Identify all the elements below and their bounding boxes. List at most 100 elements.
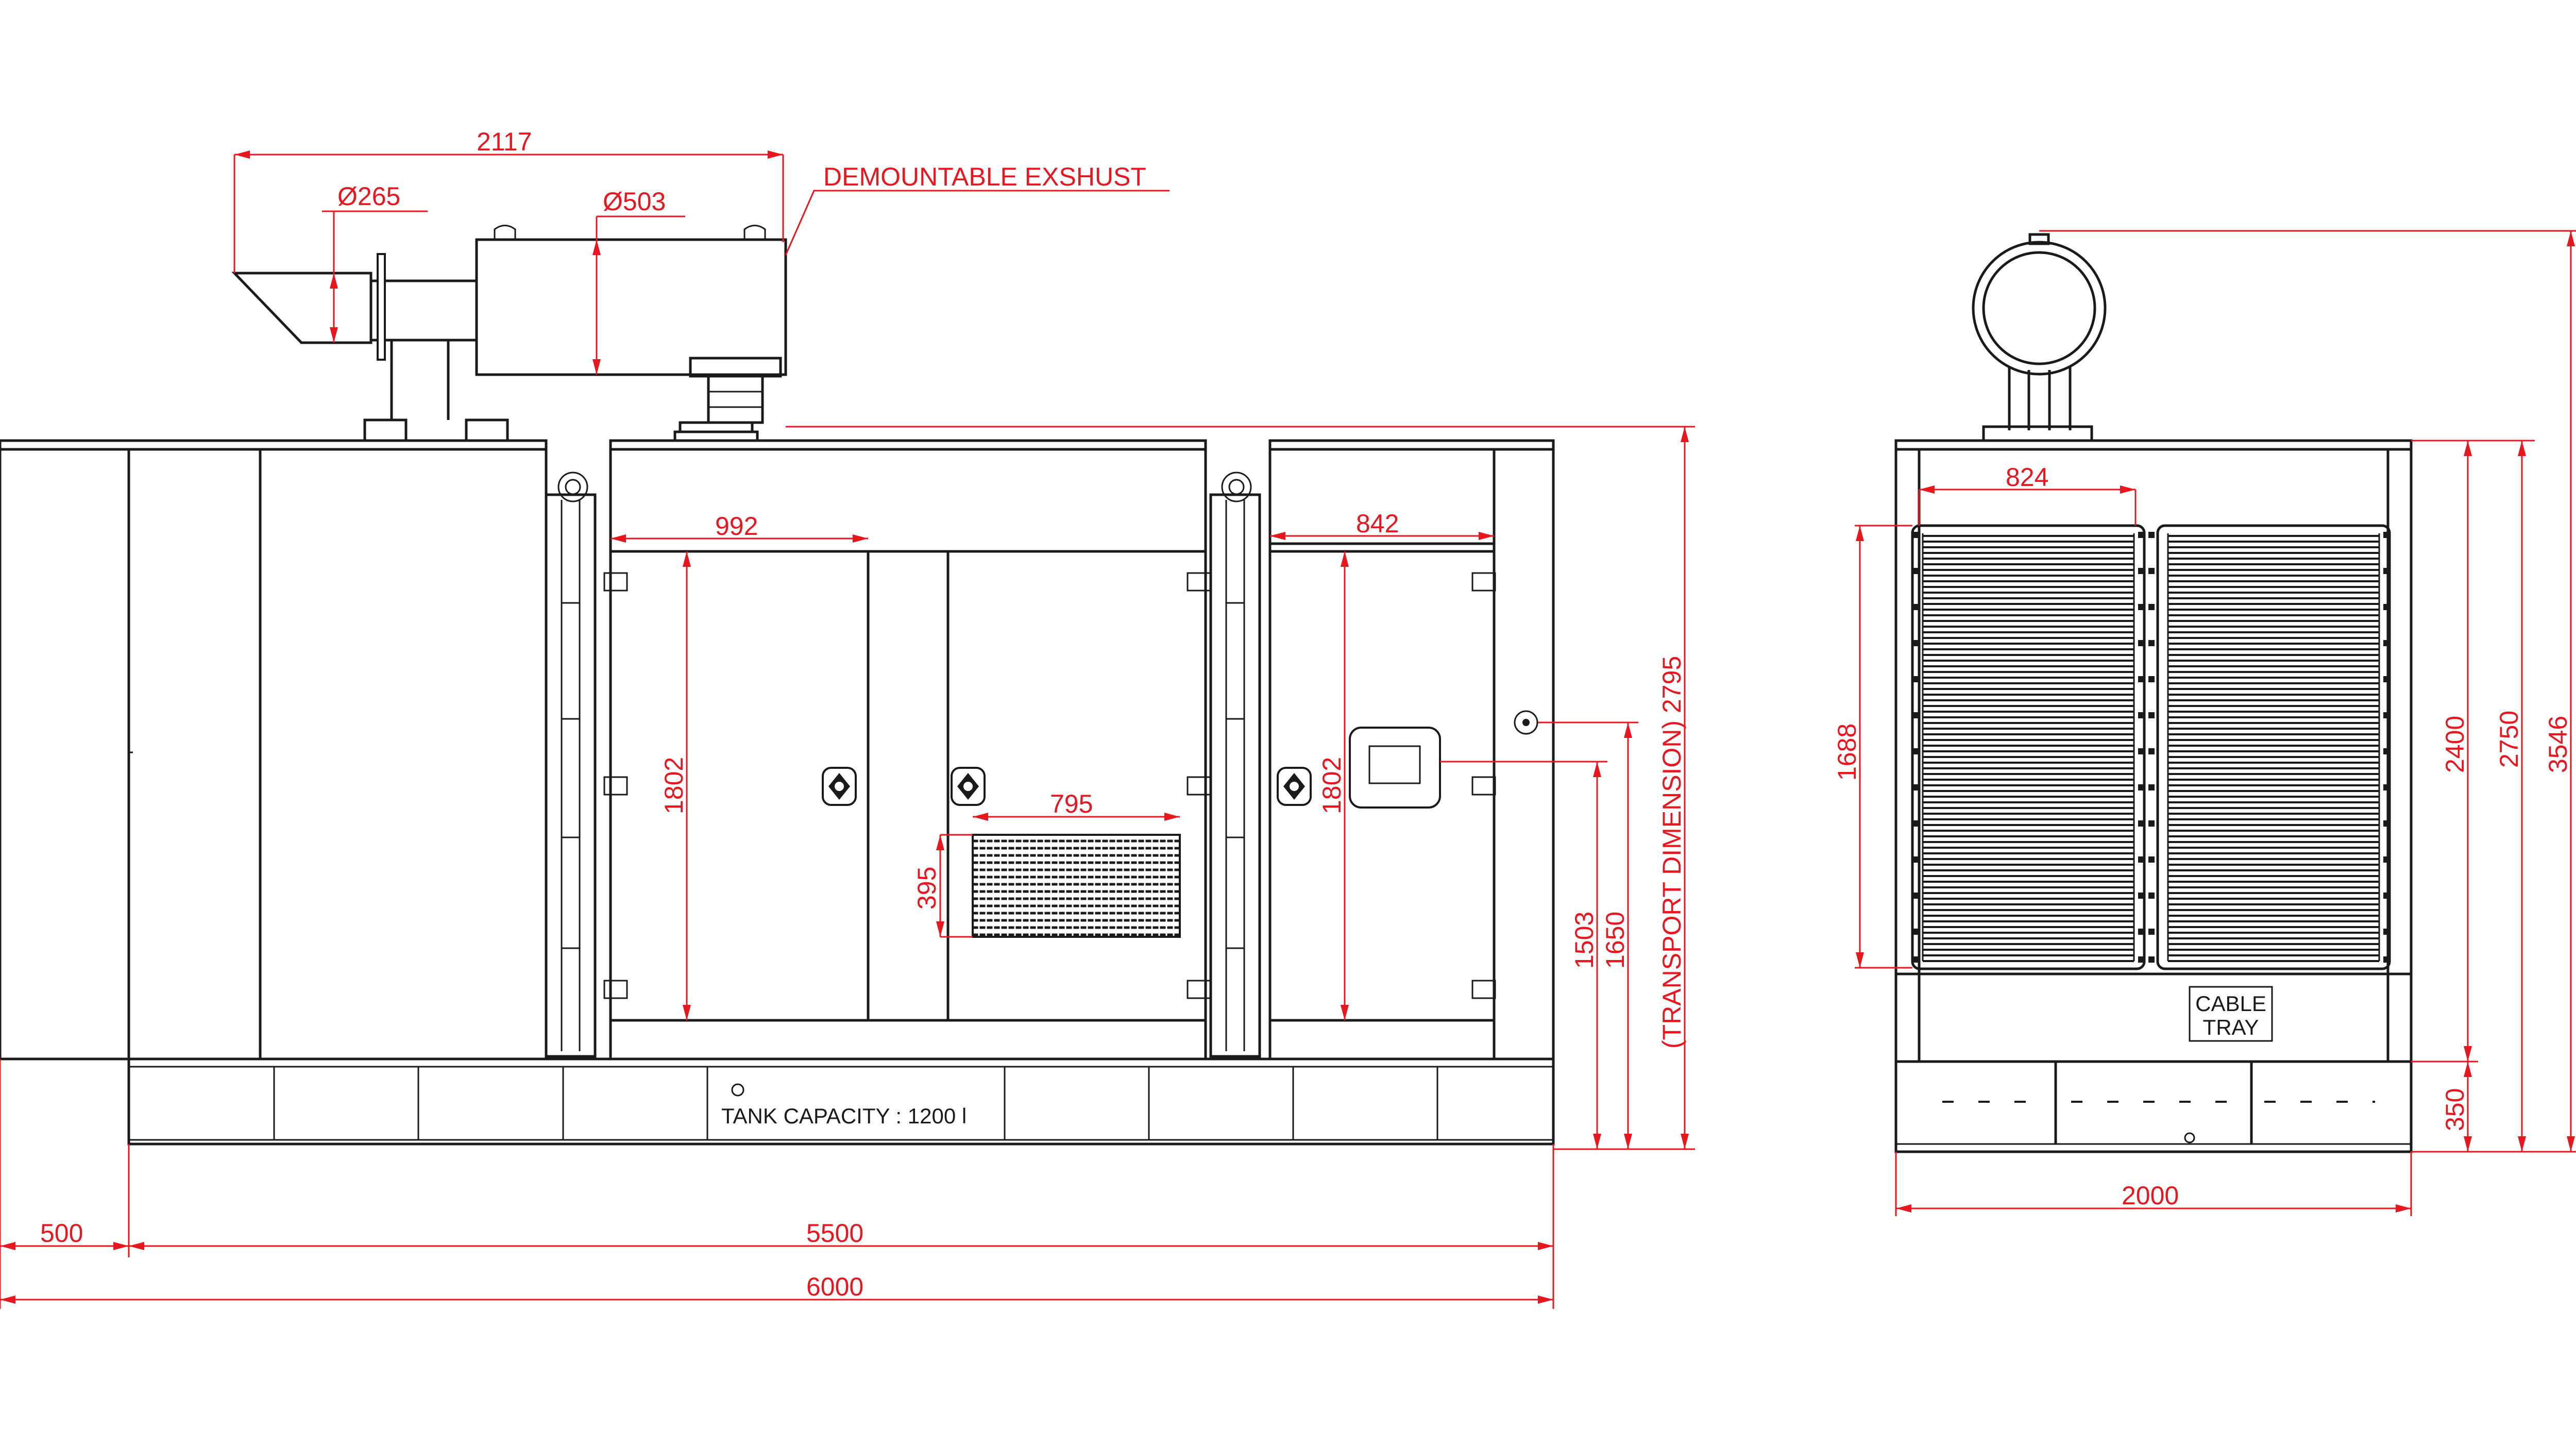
louvre-stud (1912, 604, 1919, 610)
louvre-stud (2148, 676, 2155, 682)
louvre-stud (2383, 956, 2389, 963)
cable-tray-label-line1: CABLE (2195, 991, 2266, 1016)
louvre-stud (2148, 712, 2155, 718)
left-cabinet (0, 439, 548, 1061)
door-center (946, 550, 1207, 1022)
canopy-height-dim: 2400 (2441, 716, 2469, 773)
side-view: TANK CAPACITY : 1200 l (0, 225, 1555, 1146)
louvre-stud (2148, 604, 2155, 610)
louvre-stud (2138, 748, 2144, 754)
radiator-louvre-left (1911, 524, 2146, 970)
door-handle-icon (951, 767, 986, 806)
transport-height-dim: (TRANSPORT DIMENSION) 2795 (1657, 656, 1686, 1049)
louvre-stud (2148, 748, 2155, 754)
louvre-stud (2148, 956, 2155, 963)
exhaust-length-dim: 2117 (477, 127, 532, 156)
end-view: CABLE TRAY (1894, 233, 2413, 1153)
vent-width-dim: 795 (1050, 789, 1093, 818)
louvre-stud (2148, 820, 2155, 827)
radiator-width-dim: 824 (2006, 463, 2048, 492)
middle-enclosure (603, 439, 1211, 1061)
louvre-stud (2138, 604, 2144, 610)
tank-capacity-label: TANK CAPACITY : 1200 l (721, 1104, 967, 1128)
louvre-stud (2148, 532, 2155, 538)
door-handle-icon (1277, 767, 1312, 806)
right-door-width-dim: 842 (1356, 509, 1399, 538)
louvre-stud (2138, 856, 2144, 863)
louvre-stud (2148, 929, 2155, 935)
louvre-stud (2138, 784, 2144, 790)
ventilation-grille (972, 834, 1181, 938)
louvre-stud (2383, 676, 2389, 682)
louvre-stud (1912, 568, 1919, 574)
louvre-stud (2138, 676, 2144, 682)
height-1503-dim: 1503 (1570, 912, 1599, 969)
exhaust-system (231, 225, 787, 442)
exhaust-outlet (1972, 233, 2107, 442)
louvre-stud (2138, 640, 2144, 646)
total-height-dim: 2750 (2495, 711, 2523, 768)
louvre-stud (2383, 568, 2389, 574)
silencer-diameter-dim: Ø503 (603, 187, 666, 216)
right-door-height-dim: 1802 (1317, 757, 1346, 814)
height-with-exhaust-dim: 3546 (2544, 716, 2572, 773)
louvre-stud (2138, 929, 2144, 935)
height-1650-dim: 1650 (1601, 912, 1630, 969)
silencer (475, 238, 787, 376)
left-door-width-dim: 992 (715, 512, 758, 541)
louvre-stud (2138, 893, 2144, 899)
base-height-dim: 350 (2441, 1088, 2469, 1131)
louvre-stud (1912, 532, 1919, 538)
lifting-post-left (545, 472, 597, 1058)
louvre-stud (2383, 893, 2389, 899)
left-door-height-dim: 1802 (659, 757, 688, 814)
louvre-stud (2383, 748, 2389, 754)
lifting-post-right (1209, 472, 1261, 1058)
control-panel-icon (1349, 727, 1441, 809)
louvre-stud (2383, 532, 2389, 538)
total-width-dim: 2000 (2122, 1181, 2179, 1210)
end-view-dimensions: 824 1688 2000 350 2400 2750 (1833, 230, 2576, 1216)
louvre-stud (1912, 820, 1919, 827)
louvre-stud (1912, 856, 1919, 863)
door-handle-icon (822, 767, 857, 806)
radiator-louvre-right (2156, 524, 2391, 970)
louvre-stud (2138, 532, 2144, 538)
end-base (1942, 1062, 2375, 1144)
louvre-stud (1912, 712, 1919, 718)
louvre-stud (2383, 640, 2389, 646)
louvre-stud (2138, 820, 2144, 827)
louvre-stud (2383, 784, 2389, 790)
louvre-stud (2383, 856, 2389, 863)
louvre-stud (2383, 929, 2389, 935)
louvre-stud (1912, 893, 1919, 899)
louvre-stud (2148, 640, 2155, 646)
emergency-stop-icon (1514, 710, 1538, 735)
radiator-height-dim: 1688 (1833, 724, 1861, 781)
end-canopy (1894, 439, 2413, 1153)
vent-height-dim: 395 (912, 867, 941, 910)
demountable-exhaust-label: DEMOUNTABLE EXSHUST (823, 162, 1146, 191)
louvre-stud (2148, 856, 2155, 863)
louvre-stud (1912, 676, 1919, 682)
total-length-dim: 6000 (806, 1272, 863, 1301)
louvre-stud (1912, 640, 1919, 646)
base-length-dim: 5500 (806, 1219, 863, 1248)
cable-tray-label-line2: TRAY (2203, 1015, 2259, 1039)
exhaust-pipe-diameter-dim: Ø265 (337, 182, 400, 211)
control-enclosure (1268, 439, 1555, 1061)
louvre-stud (1912, 784, 1919, 790)
louvre-stud (2383, 604, 2389, 610)
base-frame: TANK CAPACITY : 1200 l (127, 1057, 1555, 1146)
louvre-stud (2148, 784, 2155, 790)
louvre-stud (1912, 956, 1919, 963)
louvre-stud (2148, 893, 2155, 899)
side-view-dimensions: 2117 DEMOUNTABLE EXSHUST Ø265 Ø503 992 8… (0, 127, 1695, 1309)
cable-tray: CABLE TRAY (2189, 986, 2273, 1042)
louvre-stud (1912, 929, 1919, 935)
louvre-stud (1912, 748, 1919, 754)
louvre-stud (2148, 568, 2155, 574)
louvre-stud (2138, 712, 2144, 718)
louvre-stud (2138, 568, 2144, 574)
